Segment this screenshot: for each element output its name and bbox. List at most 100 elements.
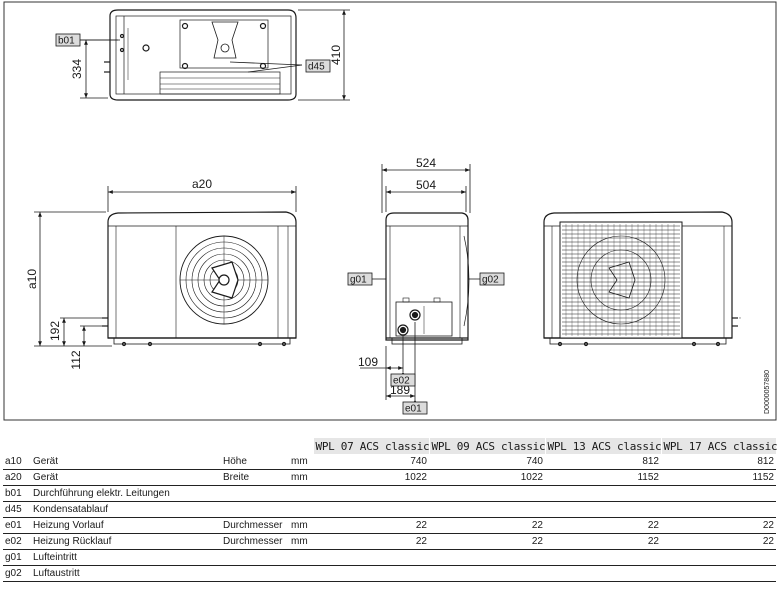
row-value: 22 <box>545 517 661 534</box>
row-value <box>429 565 545 582</box>
label-b01: b01 <box>55 33 81 47</box>
row-unit <box>289 565 313 582</box>
row-description: Lufteintritt <box>31 549 221 566</box>
row-description: Durchführung elektr. Leitungen <box>31 485 221 502</box>
row-value <box>545 549 661 566</box>
row-parameter: Höhe <box>221 454 289 470</box>
svg-text:e02: e02 <box>393 376 410 387</box>
row-description: Heizung Rücklauf <box>31 533 221 550</box>
row-parameter <box>221 485 289 502</box>
table-header-row: WPL 07 ACS classic WPL 09 ACS classic WP… <box>3 438 778 454</box>
front-view <box>102 211 297 347</box>
dim-front-conn-upper: 192 <box>48 321 62 341</box>
row-value: 740 <box>313 454 429 470</box>
side-view-dimensions <box>360 164 480 408</box>
svg-text:e01: e01 <box>405 404 422 415</box>
row-unit <box>289 485 313 502</box>
row-value: 740 <box>429 454 545 470</box>
row-parameter <box>221 549 289 566</box>
row-value <box>313 549 429 566</box>
dim-front-width: a20 <box>192 177 212 191</box>
model-header: WPL 09 ACS classic <box>428 438 546 454</box>
rear-fan-outline <box>576 235 666 325</box>
document-code: D0000057880 <box>764 370 771 414</box>
row-code: b01 <box>3 485 31 502</box>
row-unit <box>289 501 313 518</box>
row-value <box>661 549 776 566</box>
row-value <box>661 485 776 502</box>
row-code: g02 <box>3 565 31 582</box>
drawing-frame <box>3 1 777 421</box>
row-description: Kondensatablauf <box>31 501 221 518</box>
row-code: a20 <box>3 469 31 486</box>
row-parameter: Durchmesser <box>221 533 289 550</box>
row-value <box>429 549 545 566</box>
model-header: WPL 17 ACS classic <box>660 438 778 454</box>
row-value <box>661 501 776 518</box>
svg-text:g02: g02 <box>482 275 499 286</box>
row-value <box>545 501 661 518</box>
row-code: g01 <box>3 549 31 566</box>
svg-text:g01: g01 <box>350 275 367 286</box>
row-value: 812 <box>661 454 776 470</box>
row-code: d45 <box>3 501 31 518</box>
rear-view <box>543 211 741 347</box>
row-value: 1022 <box>313 469 429 486</box>
model-header: WPL 07 ACS classic <box>312 438 430 454</box>
svg-text:d45: d45 <box>308 62 325 73</box>
row-parameter: Breite <box>221 469 289 486</box>
row-value: 22 <box>429 533 545 550</box>
row-value: 812 <box>545 454 661 470</box>
dim-side-conn-e01: 189 <box>390 383 410 397</box>
row-value <box>429 485 545 502</box>
row-unit: mm <box>289 533 313 550</box>
row-value <box>661 565 776 582</box>
row-value: 22 <box>313 517 429 534</box>
model-header: WPL 13 ACS classic <box>544 438 662 454</box>
row-value: 1152 <box>661 469 776 486</box>
dim-front-height: a10 <box>25 269 39 289</box>
side-view <box>385 212 470 345</box>
top-view <box>104 9 297 101</box>
row-unit: mm <box>289 454 313 470</box>
row-description: Gerät <box>31 454 221 470</box>
row-parameter <box>221 565 289 582</box>
row-description: Heizung Vorlauf <box>31 517 221 534</box>
row-unit <box>289 549 313 566</box>
spec-table: WPL 07 ACS classic WPL 09 ACS classic WP… <box>3 438 778 582</box>
dim-side-inner-width: 504 <box>416 178 436 192</box>
dim-top-height: 410 <box>329 45 343 65</box>
dim-front-conn-lower: 112 <box>69 350 83 369</box>
row-value: 22 <box>429 517 545 534</box>
row-code: e02 <box>3 533 31 550</box>
row-unit: mm <box>289 517 313 534</box>
dim-side-outer-width: 524 <box>416 156 436 170</box>
row-value: 22 <box>313 533 429 550</box>
row-value <box>429 501 545 518</box>
dim-side-conn-e02: 109 <box>358 355 378 369</box>
row-value: 22 <box>661 517 776 534</box>
row-code: a10 <box>3 454 31 470</box>
row-description: Gerät <box>31 469 221 486</box>
row-value: 1022 <box>429 469 545 486</box>
row-value <box>313 485 429 502</box>
row-value: 22 <box>545 533 661 550</box>
dim-top-depth: 334 <box>70 59 84 79</box>
row-parameter: Durchmesser <box>221 517 289 534</box>
row-description: Luftaustritt <box>31 565 221 582</box>
row-value <box>313 565 429 582</box>
label-g01: g01 <box>347 272 373 286</box>
label-e01: e01 <box>402 400 428 415</box>
label-d45: d45 <box>305 59 331 73</box>
row-code: e01 <box>3 517 31 534</box>
row-value <box>313 501 429 518</box>
row-value: 22 <box>661 533 776 550</box>
